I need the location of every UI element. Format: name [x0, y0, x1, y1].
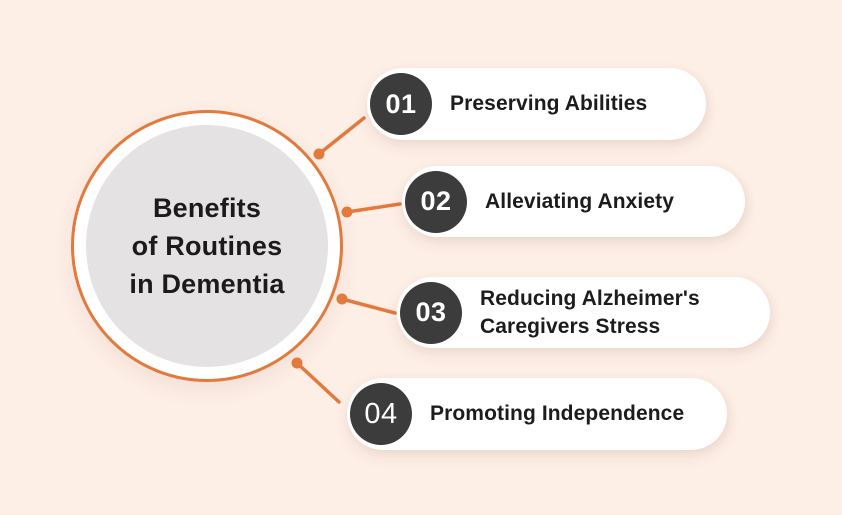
number-badge-3: 03 — [400, 281, 462, 344]
connector-dot-2 — [341, 206, 353, 218]
connector-dot-4 — [291, 357, 303, 369]
connector-line-3 — [340, 297, 397, 315]
number-badge-1: 01 — [370, 73, 432, 135]
benefit-pill-1: 01 Preserving Abilities — [367, 68, 706, 140]
title-line-1: Benefits — [152, 193, 262, 223]
connector-dot-1 — [313, 148, 325, 160]
benefit-label-2: Alleviating Anxiety — [485, 189, 675, 213]
connector-dot-3 — [336, 293, 348, 305]
connector-line-2 — [345, 202, 402, 214]
benefit-pill-2: 02 Alleviating Anxiety — [402, 166, 745, 237]
central-circle: Benefits of Routines in Dementia — [71, 110, 343, 382]
number-badge-4: 04 — [350, 383, 412, 445]
benefit-label-3: Reducing Alzheimer's Caregivers Stress — [480, 286, 700, 338]
diagram-title: Benefits of Routines in Dementia — [129, 189, 284, 303]
title-line-3: in Dementia — [129, 269, 285, 299]
benefit-pill-4: 04 Promoting Independence — [347, 378, 727, 450]
benefit-pill-3: 03 Reducing Alzheimer's Caregivers Stres… — [397, 277, 770, 348]
central-circle-fill: Benefits of Routines in Dementia — [86, 125, 328, 367]
number-badge-2: 02 — [405, 170, 467, 233]
benefit-label-1: Preserving Abilities — [450, 92, 648, 115]
title-line-2: of Routines — [131, 231, 283, 261]
benefit-label-4: Promoting Independence — [430, 402, 685, 425]
connector-line-1 — [317, 116, 366, 156]
connector-line-4 — [295, 361, 341, 404]
